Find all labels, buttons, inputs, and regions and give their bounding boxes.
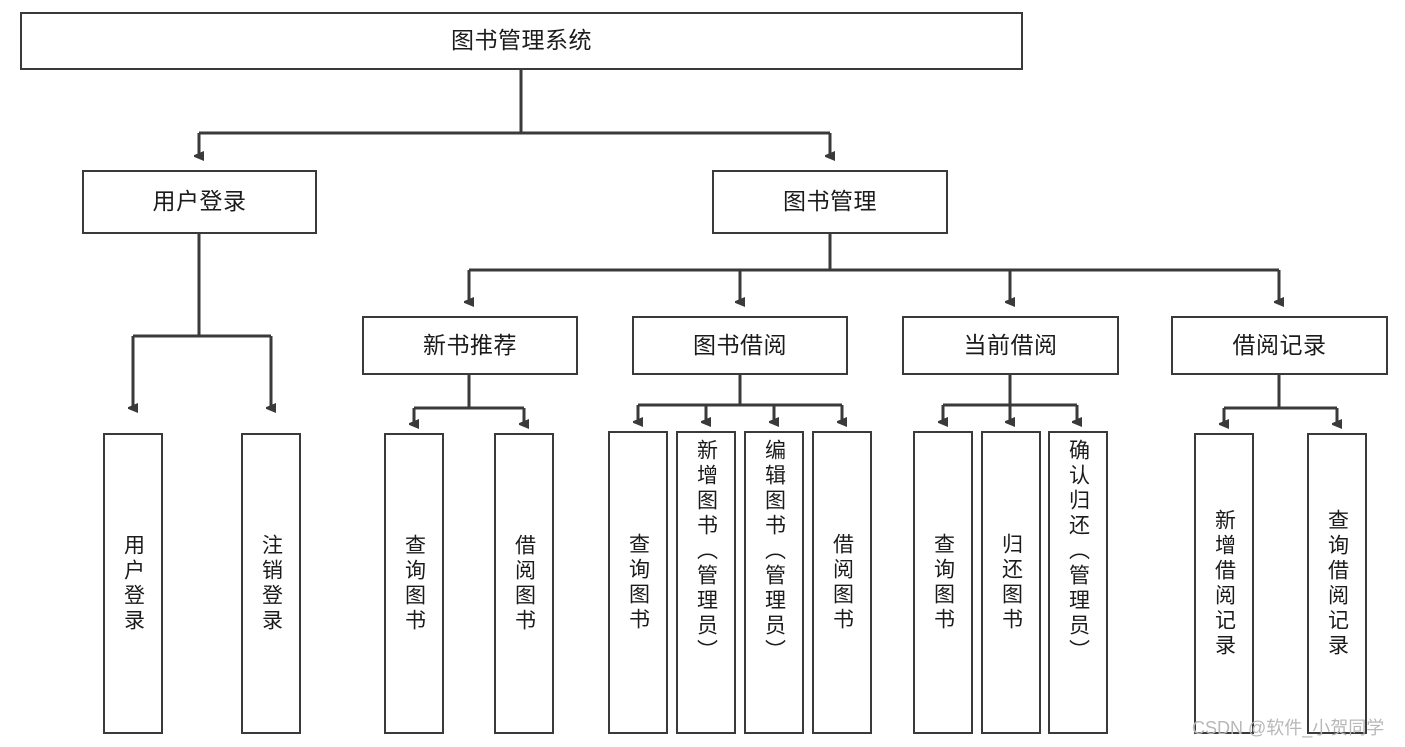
node-label: 查询图书 <box>626 532 650 633</box>
node-book-borrow[interactable]: 图书借阅 <box>632 316 848 375</box>
node-leaf-return-book[interactable]: 归还图书 <box>981 431 1041 734</box>
node-root-system[interactable]: 图书管理系统 <box>20 12 1023 70</box>
node-label: 借阅图书 <box>512 533 536 634</box>
node-label: 借阅记录 <box>1232 331 1327 358</box>
node-label: 新书推荐 <box>423 331 517 358</box>
node-label: 查询借阅记录 <box>1325 508 1349 659</box>
node-label: 查询图书 <box>931 532 955 633</box>
node-label: 编辑图书（管理员） <box>762 439 786 664</box>
node-label: 图书管理 <box>783 188 877 215</box>
node-user-login[interactable]: 用户登录 <box>82 170 317 234</box>
node-label: 注销登录 <box>259 533 283 634</box>
node-leaf-edit-book[interactable]: 编辑图书（管理员） <box>744 431 804 734</box>
node-label: 当前借阅 <box>963 331 1058 358</box>
node-label: 借阅图书 <box>830 532 854 633</box>
node-leaf-add-borrow-record[interactable]: 新增借阅记录 <box>1194 433 1254 734</box>
node-book-management[interactable]: 图书管理 <box>712 170 948 234</box>
node-leaf-borrow-book-newbook[interactable]: 借阅图书 <box>494 433 554 734</box>
node-label: 新增借阅记录 <box>1212 508 1236 659</box>
node-label: 归还图书 <box>999 532 1023 633</box>
node-leaf-query-book-current[interactable]: 查询图书 <box>913 431 973 734</box>
node-label: 查询图书 <box>402 533 426 634</box>
node-label: 新增图书（管理员） <box>694 439 718 664</box>
node-label: 确认归还（管理员） <box>1066 439 1090 664</box>
node-new-book-recommend[interactable]: 新书推荐 <box>362 316 578 375</box>
node-label: 图书借阅 <box>693 331 787 358</box>
node-leaf-borrow-book[interactable]: 借阅图书 <box>812 431 872 734</box>
node-leaf-add-book[interactable]: 新增图书（管理员） <box>676 431 736 734</box>
node-label: 用户登录 <box>152 188 247 215</box>
node-current-borrow[interactable]: 当前借阅 <box>902 316 1119 375</box>
node-leaf-logout[interactable]: 注销登录 <box>241 433 301 734</box>
node-leaf-query-book-newbook[interactable]: 查询图书 <box>384 433 444 734</box>
node-leaf-user-login[interactable]: 用户登录 <box>103 433 163 734</box>
node-leaf-query-book-borrow[interactable]: 查询图书 <box>608 431 668 734</box>
node-borrow-record[interactable]: 借阅记录 <box>1171 316 1388 375</box>
node-leaf-query-borrow-record[interactable]: 查询借阅记录 <box>1307 433 1367 734</box>
node-leaf-confirm-return[interactable]: 确认归还（管理员） <box>1048 431 1108 734</box>
node-label: 图书管理系统 <box>451 27 592 54</box>
node-label: 用户登录 <box>121 533 145 634</box>
